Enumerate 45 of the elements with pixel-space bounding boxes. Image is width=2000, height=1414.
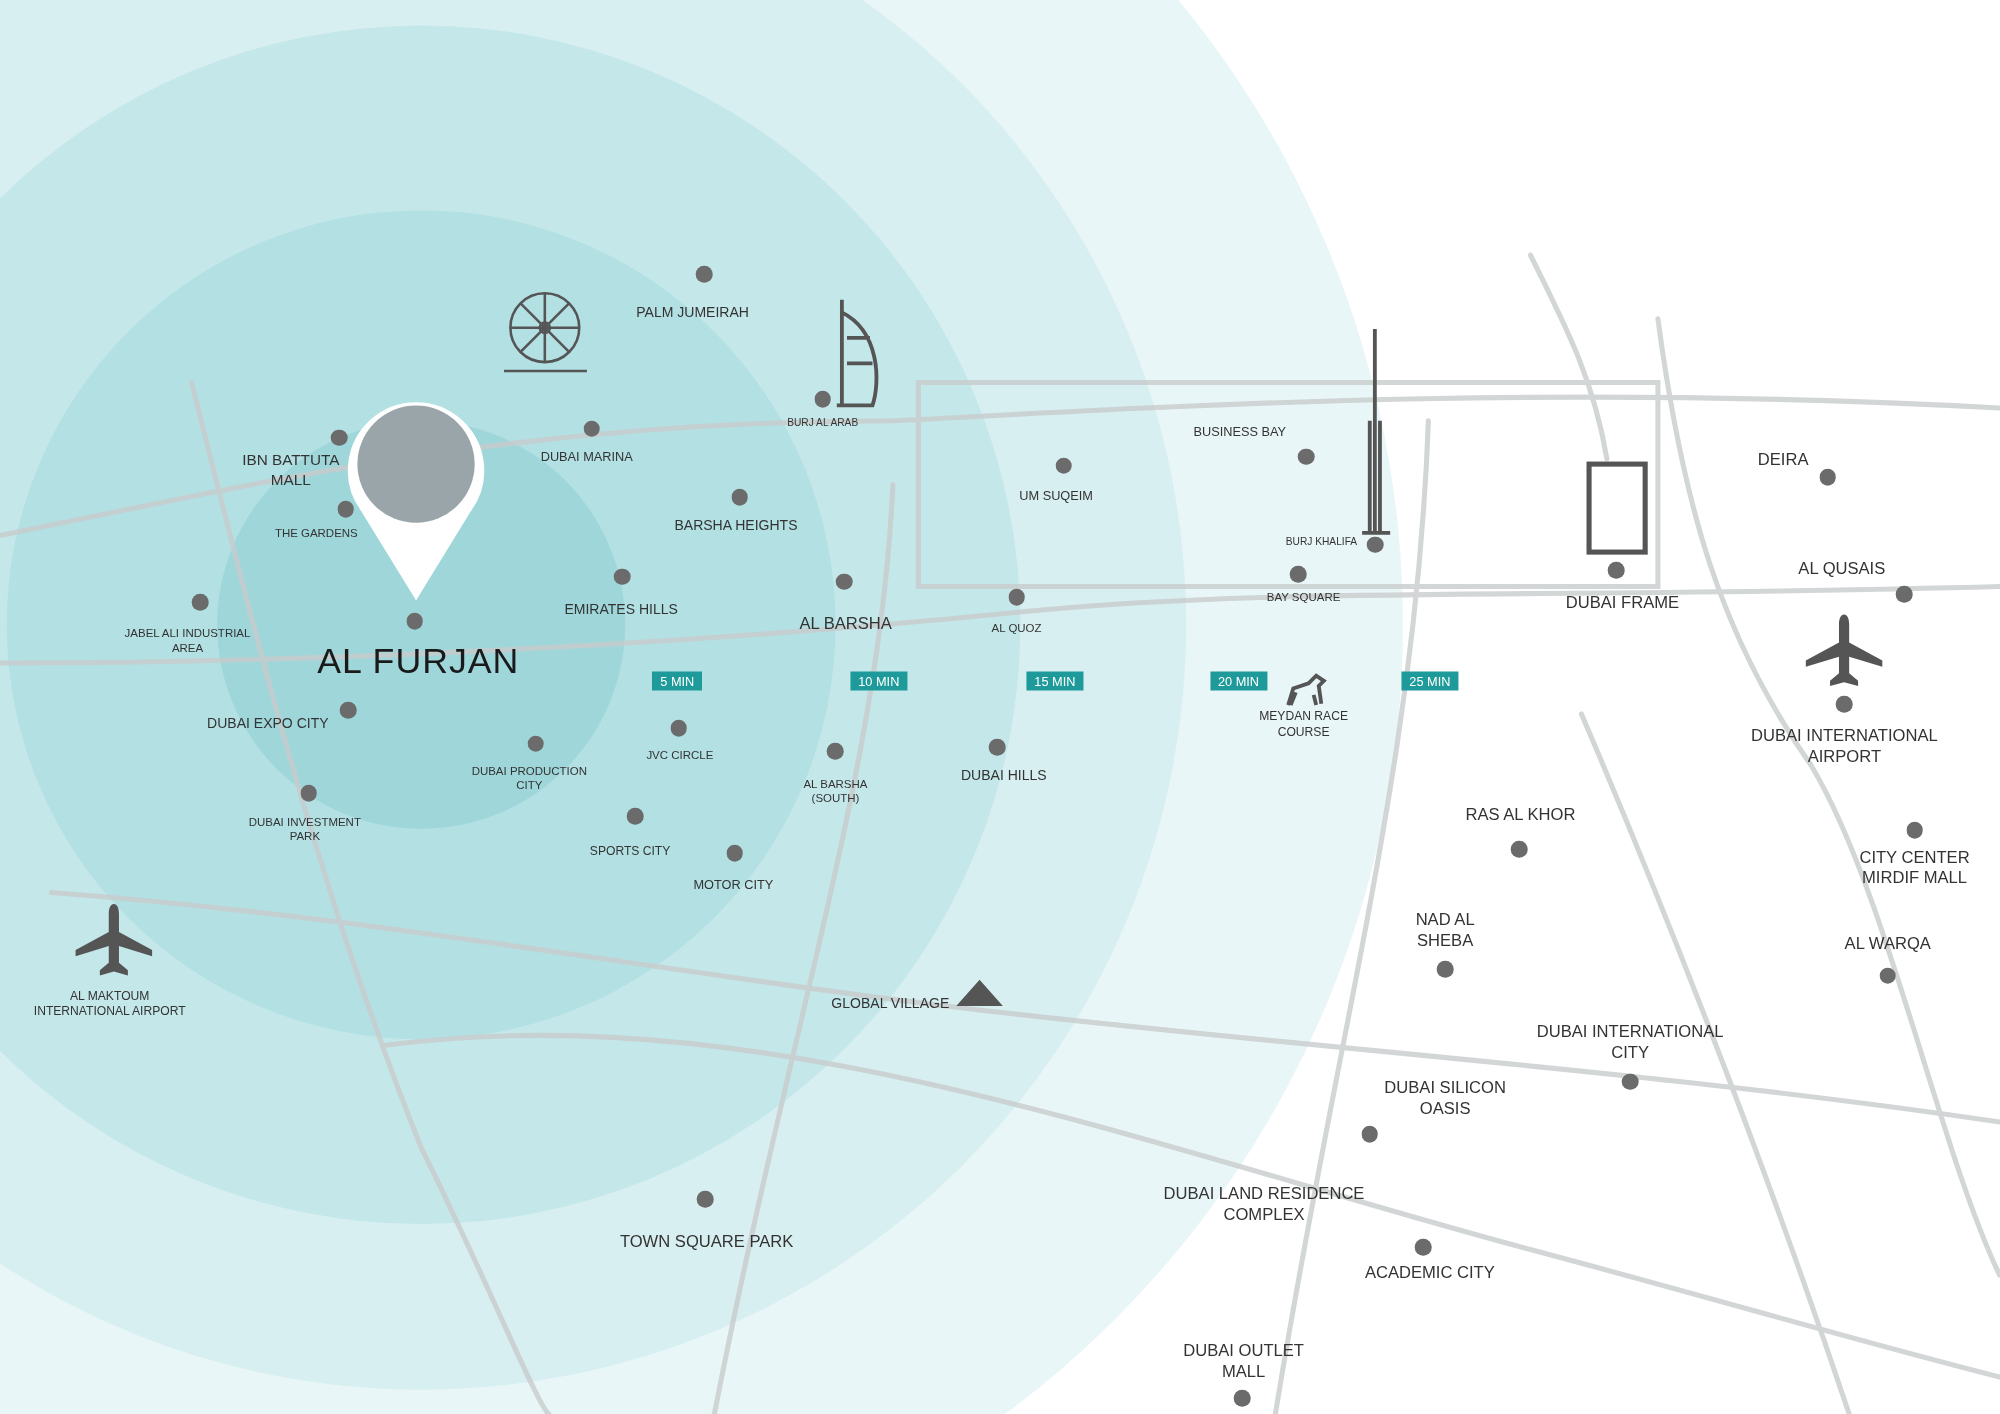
place-name: ACADEMIC CITY bbox=[1363, 1262, 1496, 1284]
place-name: DUBAI EXPO CITY bbox=[206, 715, 330, 734]
place-name: AL BARSHA (SOUTH) bbox=[802, 776, 869, 806]
place-name: DUBAI OUTLET MALL bbox=[1182, 1341, 1305, 1383]
travel-time-badge: 20 MIN bbox=[1209, 671, 1268, 691]
travel-time-badge: 5 MIN bbox=[652, 671, 703, 691]
place-name: AL WARQA bbox=[1843, 933, 1932, 955]
place-name: PALM JUMEIRAH bbox=[635, 303, 750, 322]
travel-time-badge: 25 MIN bbox=[1401, 671, 1459, 691]
place-name: TOWN SQUARE PARK bbox=[618, 1232, 795, 1253]
place-name: NAD AL SHEBA bbox=[1414, 910, 1476, 952]
travel-time-badge: 15 MIN bbox=[1026, 671, 1084, 691]
place-name: DUBAI PRODUCTION CITY bbox=[470, 763, 588, 793]
place-name: AL BARSHA bbox=[798, 613, 893, 635]
place-name: RAS AL KHOR bbox=[1464, 804, 1577, 826]
place-name: JVC CIRCLE bbox=[645, 747, 715, 763]
place-name: DUBAI LAND RESIDENCE COMPLEX bbox=[1162, 1184, 1366, 1227]
place-name: DUBAI INTERNATIONAL CITY bbox=[1535, 1022, 1725, 1065]
place-name: JABEL ALI INDUSTRIAL AREA bbox=[123, 625, 252, 655]
place-name: GLOBAL VILLAGE bbox=[830, 995, 951, 1013]
place-name: BUSINESS BAY bbox=[1192, 424, 1288, 441]
place-name: DUBAI FRAME bbox=[1564, 592, 1681, 614]
place-name: UM SUQEIM bbox=[1018, 488, 1094, 505]
place-name: DUBAI SILICON OASIS bbox=[1383, 1078, 1507, 1121]
place-name: AL MAKTOUM INTERNATIONAL AIRPORT bbox=[32, 988, 187, 1019]
place-name: BAY SQUARE bbox=[1265, 589, 1342, 605]
place-name: CITY CENTER MIRDIF MALL bbox=[1858, 847, 1971, 890]
place-name: THE GARDENS bbox=[273, 526, 359, 541]
place-name: DUBAI INVESTMENT PARK bbox=[247, 814, 362, 844]
travel-time-badge: 10 MIN bbox=[850, 671, 908, 691]
place-name: BURJ AL ARAB bbox=[786, 417, 860, 430]
place-name: BURJ KHALIFA bbox=[1284, 535, 1359, 549]
place-name: AL QUSAIS bbox=[1797, 558, 1887, 580]
place-name: BARSHA HEIGHTS bbox=[673, 516, 799, 535]
place-name: DEIRA bbox=[1756, 450, 1810, 471]
place-name: AL QUOZ bbox=[990, 620, 1043, 635]
place-name: MEYDAN RACE COURSE bbox=[1258, 709, 1349, 740]
place-name: DUBAI MARINA bbox=[539, 448, 634, 465]
place-name: IBN BATTUTA MALL bbox=[241, 450, 341, 489]
place-name: SPORTS CITY bbox=[588, 844, 672, 860]
place-name: DUBAI HILLS bbox=[959, 766, 1048, 785]
place-name: DUBAI INTERNATIONAL AIRPORT bbox=[1750, 726, 1939, 769]
place-name: EMIRATES HILLS bbox=[563, 600, 679, 619]
area-name: AL FURJAN bbox=[316, 639, 521, 683]
place-name: MOTOR CITY bbox=[692, 877, 775, 894]
